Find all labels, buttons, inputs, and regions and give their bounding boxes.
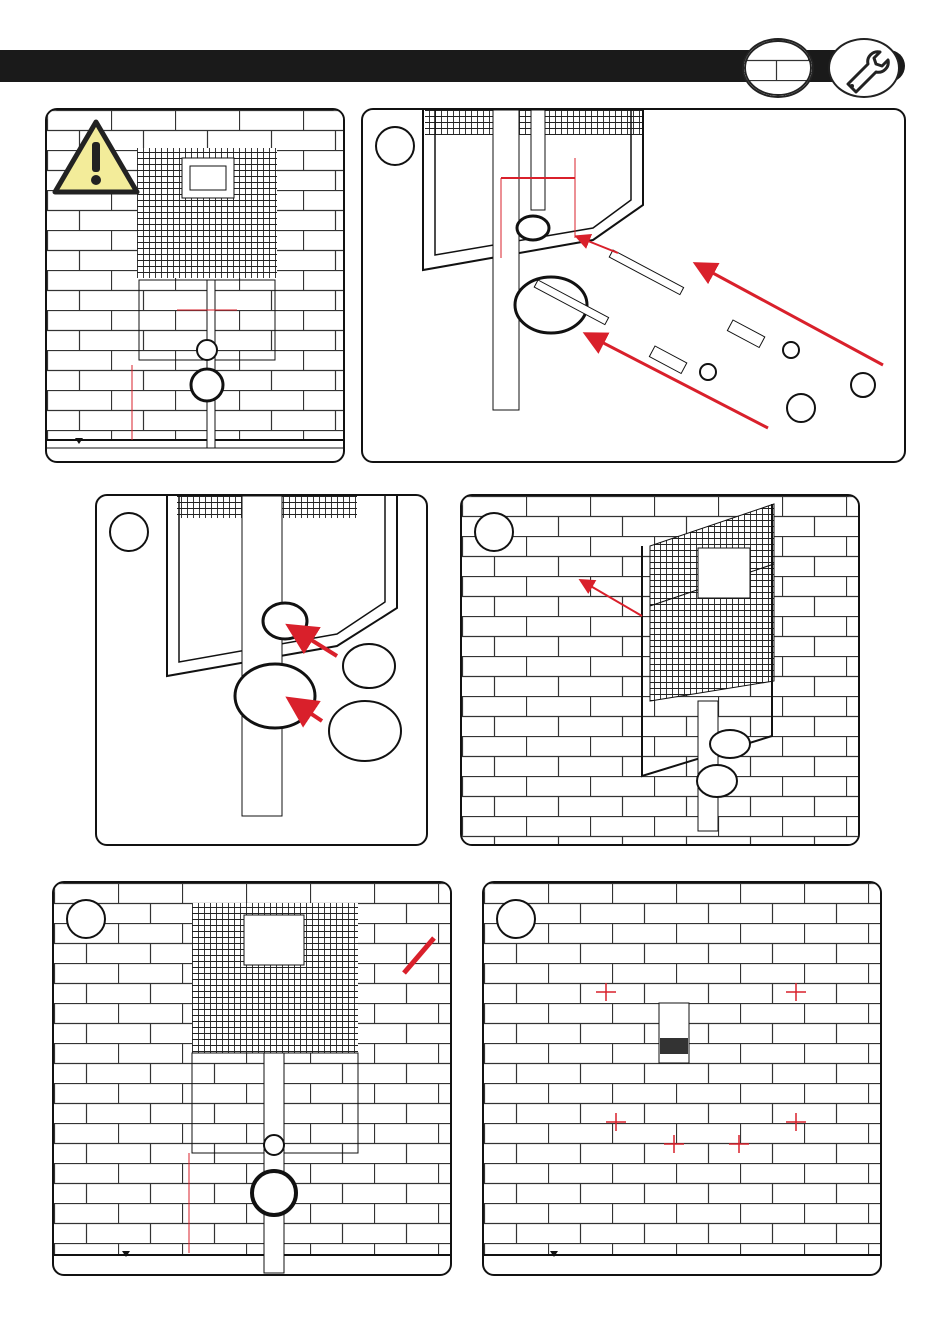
step-number-circle <box>109 512 149 552</box>
brick-wall-icon <box>742 38 814 98</box>
step-mark-holes <box>52 881 452 1276</box>
step-connect-pipes <box>95 494 428 846</box>
warning-panel <box>45 108 345 463</box>
warning-icon <box>51 118 141 198</box>
step-number-circle <box>474 512 514 552</box>
step-number-circle <box>375 126 415 166</box>
step-drill-holes <box>482 881 882 1276</box>
step-number-circle <box>496 899 536 939</box>
step-mount-wall <box>460 494 860 846</box>
step-connect-rods <box>361 108 906 463</box>
step-number-circle <box>66 899 106 939</box>
wrench-icon <box>828 38 900 98</box>
